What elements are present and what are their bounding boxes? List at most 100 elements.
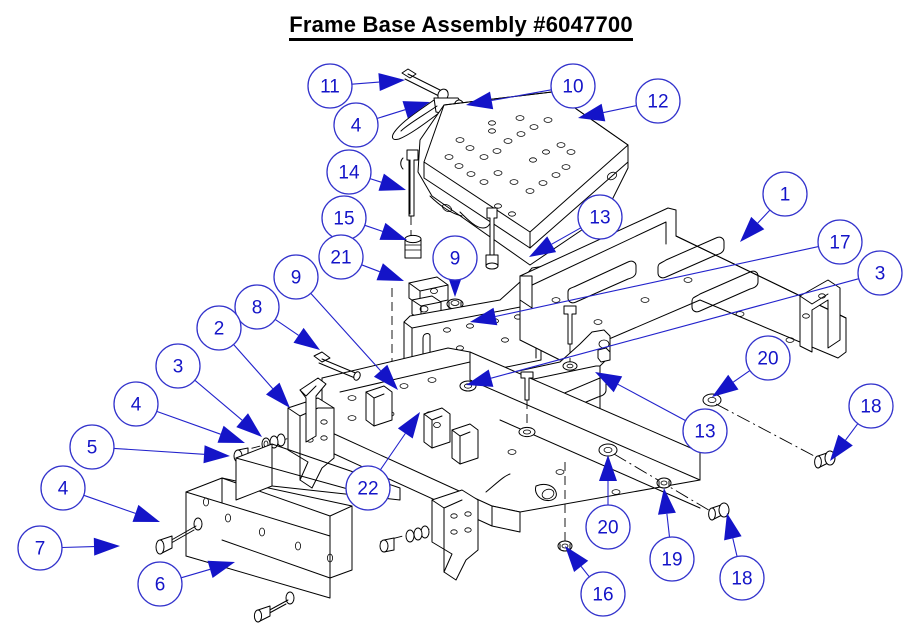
leader-line: [551, 227, 582, 245]
callout-bubble[interactable]: [273, 254, 319, 300]
leader-arrowhead: [740, 216, 765, 242]
callout-bubble[interactable]: [580, 571, 626, 617]
callout-bubble[interactable]: [345, 465, 391, 511]
callout-bubble[interactable]: [682, 408, 728, 454]
part-15-spacer: [404, 234, 422, 259]
callout-bubble[interactable]: [762, 171, 808, 217]
leader-arrowhead: [373, 364, 398, 390]
callout-bubble[interactable]: [307, 63, 353, 109]
leader-arrowhead: [93, 537, 120, 556]
leader-line: [845, 423, 859, 441]
callout-bubble[interactable]: [17, 525, 63, 571]
callout-6[interactable]: 6: [137, 560, 235, 607]
callout-bubble[interactable]: [234, 284, 280, 330]
callout-number: 7: [35, 539, 46, 560]
callout-bubble[interactable]: [40, 465, 86, 511]
callout-1[interactable]: 1: [740, 171, 808, 242]
leader-arrowhead: [470, 307, 498, 326]
leader-line: [495, 246, 819, 318]
callout-bubble[interactable]: [550, 63, 596, 109]
callout-bubble[interactable]: [326, 149, 372, 195]
callout-5[interactable]: 5: [69, 424, 230, 470]
callout-number: 19: [661, 550, 682, 571]
callout-18-lower[interactable]: 18: [719, 513, 765, 601]
callout-18-upper[interactable]: 18: [830, 383, 894, 461]
callout-bubble[interactable]: [196, 305, 242, 351]
callout-21[interactable]: 21: [318, 234, 404, 281]
callout-number: 5: [87, 438, 98, 459]
callout-number: 21: [330, 248, 351, 269]
callout-bubble[interactable]: [649, 536, 695, 582]
callout-9-left[interactable]: 9: [273, 254, 398, 390]
callout-bubble[interactable]: [333, 102, 379, 148]
part-8-bolt: [313, 351, 361, 381]
callout-bubble[interactable]: [745, 335, 791, 381]
callout-4-lower[interactable]: 4: [40, 465, 160, 522]
leader-line: [379, 433, 406, 471]
callout-bubble[interactable]: [155, 343, 201, 389]
leader-line: [491, 89, 552, 102]
leader-arrowhead: [466, 91, 494, 110]
callout-number: 20: [757, 349, 778, 370]
callout-number: 17: [829, 233, 850, 254]
callout-4-mid[interactable]: 4: [113, 381, 245, 443]
callout-20-lower[interactable]: 20: [585, 455, 631, 550]
callout-bubble[interactable]: [577, 194, 623, 240]
callout-bubble[interactable]: [635, 78, 681, 124]
callout-13-lower[interactable]: 13: [595, 372, 728, 454]
leader-arrowhead: [203, 445, 230, 464]
callout-9-center[interactable]: 9: [432, 235, 478, 297]
callout-number: 4: [131, 395, 142, 416]
part-upright-bolt-right: [485, 207, 499, 270]
callout-number: 6: [155, 575, 166, 596]
callout-7[interactable]: 7: [17, 525, 120, 571]
callout-16[interactable]: 16: [565, 546, 626, 617]
leader-arrowhead: [466, 369, 494, 387]
callout-bubble[interactable]: [432, 235, 478, 281]
callout-2[interactable]: 2: [196, 305, 290, 408]
callout-17[interactable]: 17: [470, 219, 863, 326]
callout-number: 11: [320, 77, 340, 98]
callout-12[interactable]: 12: [578, 78, 681, 124]
callout-bubble[interactable]: [585, 504, 631, 550]
callout-3-right[interactable]: 3: [466, 250, 903, 387]
leader-line: [666, 513, 671, 538]
page-title: Frame Base Assembly #6047700: [0, 12, 922, 41]
leader-line: [369, 178, 382, 183]
callout-4-upper[interactable]: 4: [333, 101, 430, 148]
callout-number: 20: [597, 518, 618, 539]
callout-number: 1: [780, 185, 791, 206]
callout-13-upper[interactable]: 13: [529, 194, 623, 257]
leader-line: [156, 410, 221, 435]
callout-22[interactable]: 22: [345, 412, 420, 511]
leader-line: [490, 278, 859, 379]
callout-10[interactable]: 10: [466, 63, 596, 110]
leader-line: [364, 224, 383, 232]
callout-bubble[interactable]: [137, 561, 183, 607]
leader-arrowhead: [578, 103, 606, 122]
callout-14[interactable]: 14: [326, 149, 406, 195]
part-14-long-bolt: [400, 149, 419, 240]
callout-11[interactable]: 11: [307, 63, 405, 109]
callout-bubble[interactable]: [857, 250, 903, 296]
callout-3-left[interactable]: 3: [155, 343, 262, 437]
leader-line: [351, 81, 380, 85]
callout-bubble[interactable]: [719, 555, 765, 601]
callout-bubble[interactable]: [113, 381, 159, 427]
callout-bubble[interactable]: [817, 219, 863, 265]
leader-line: [361, 264, 380, 273]
callout-bubble[interactable]: [318, 234, 364, 280]
callout-8[interactable]: 8: [234, 284, 320, 350]
callout-number: 14: [338, 163, 360, 184]
callout-number: 15: [333, 209, 354, 230]
leader-line: [233, 344, 274, 389]
callout-bubble[interactable]: [69, 424, 115, 470]
callout-bubble[interactable]: [848, 383, 894, 429]
callout-20-upper[interactable]: 20: [712, 335, 791, 397]
callout-number: 16: [592, 585, 613, 606]
callout-19[interactable]: 19: [649, 488, 695, 582]
leader-arrowhead: [207, 560, 235, 578]
leader-arrowhead: [266, 382, 290, 408]
callout-15[interactable]: 15: [321, 195, 407, 241]
